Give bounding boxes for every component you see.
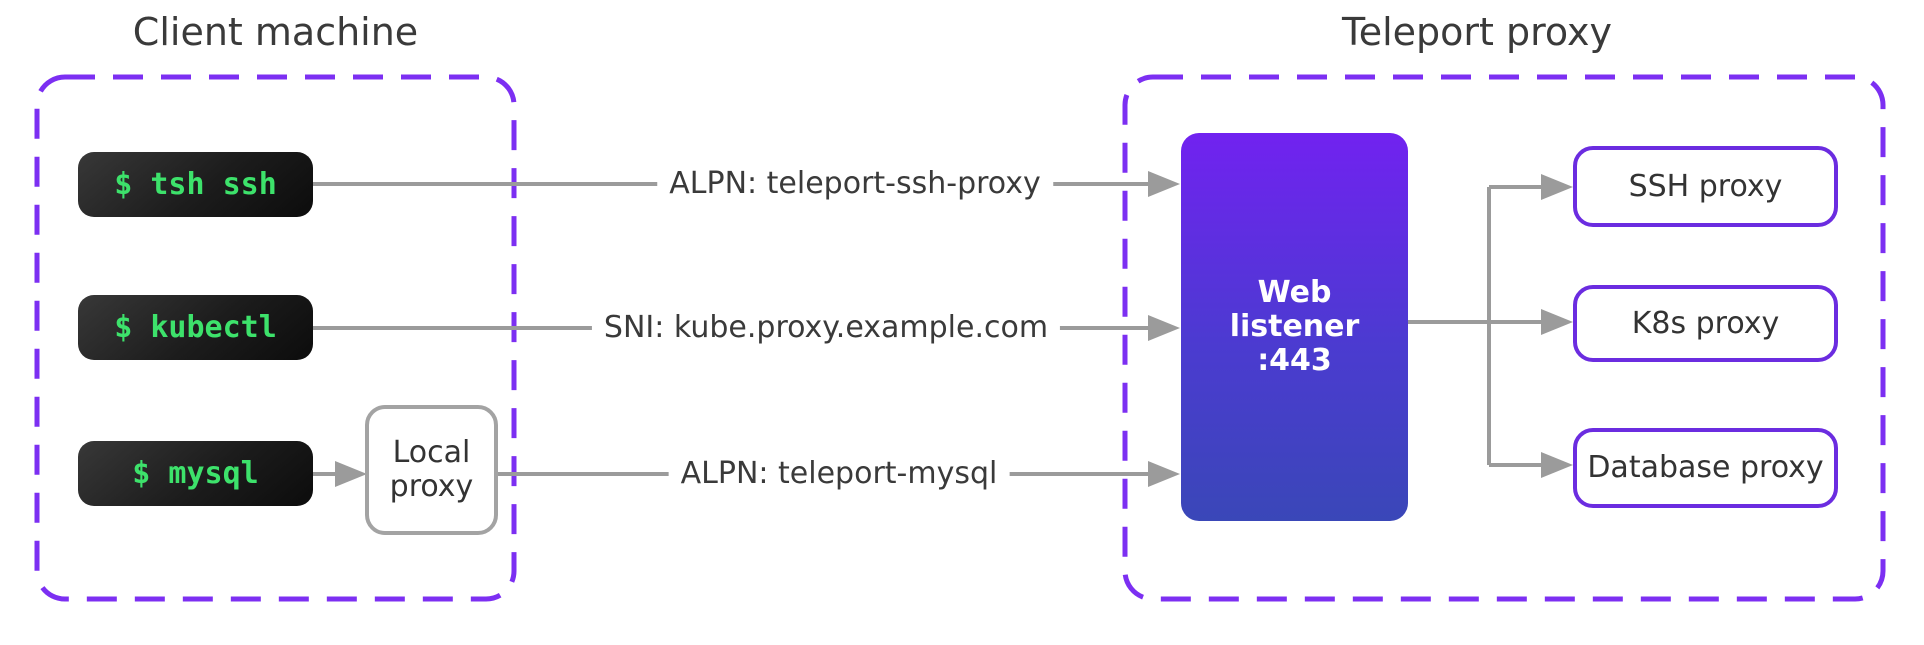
local-proxy-label: Local proxy [389,435,474,504]
database-proxy-node: Database proxy [1573,428,1838,508]
terminal-pill-kubectl: $ kubectl [78,295,313,360]
arrowhead-into-local-proxy [335,461,367,487]
arrowhead-mysql-into-listener [1148,461,1180,487]
arrowhead-into-ssh-proxy [1541,174,1573,200]
teleport-zone-dashed-border [1122,74,1886,602]
terminal-command-mysql: $ mysql [132,456,259,491]
ssh-proxy-node: SSH proxy [1573,146,1838,227]
arrowhead-into-k8s-proxy [1541,309,1573,335]
web-listener-line-3: :443 [1257,343,1332,378]
web-listener-node: Web listener :443 [1181,133,1408,521]
client-zone-dashed-border [34,74,517,602]
local-proxy-node: Local proxy [365,405,498,535]
wire-label-alpn-mysql: ALPN: teleport-mysql [668,453,1010,495]
database-proxy-label: Database proxy [1587,450,1824,485]
arrowhead-ssh-into-listener [1148,171,1180,197]
teleport-zone-title: Teleport proxy [1341,10,1612,54]
terminal-command-kubectl: $ kubectl [114,310,277,345]
ssh-proxy-label: SSH proxy [1628,168,1783,204]
arrowhead-into-db-proxy [1541,452,1573,478]
terminal-pill-tsh-ssh: $ tsh ssh [78,152,313,217]
web-listener-line-2: listener [1229,309,1360,344]
client-zone-title: Client machine [132,10,419,54]
web-listener-line-1: Web [1257,275,1332,310]
terminal-pill-mysql: $ mysql [78,441,313,506]
arrowhead-kube-into-listener [1148,315,1180,341]
k8s-proxy-label: K8s proxy [1631,305,1780,341]
terminal-command-tsh-ssh: $ tsh ssh [114,167,277,202]
wire-label-alpn-ssh: ALPN: teleport-ssh-proxy [657,163,1053,205]
wire-label-sni-kube: SNI: kube.proxy.example.com [591,307,1061,349]
k8s-proxy-node: K8s proxy [1573,285,1838,362]
